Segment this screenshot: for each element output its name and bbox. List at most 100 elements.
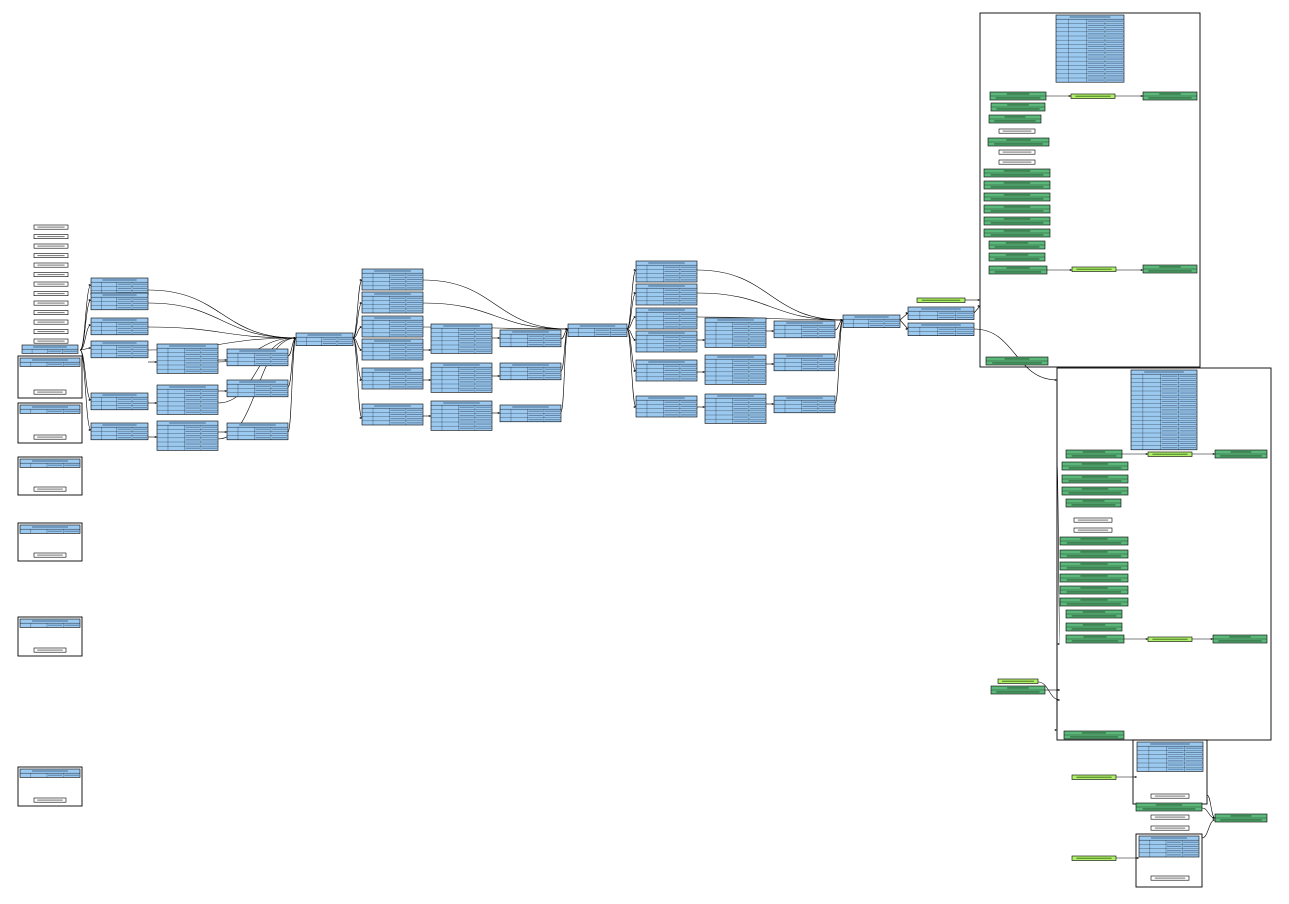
reshape-node[interactable] [988, 240, 1046, 250]
reshape-node[interactable] [1214, 449, 1268, 459]
cluster-table-node[interactable] [19, 357, 81, 367]
input-label-node[interactable] [33, 281, 69, 287]
constant-node[interactable] [1147, 451, 1193, 457]
input-label-node[interactable] [33, 234, 69, 239]
input-table-node[interactable] [21, 344, 79, 354]
constant-node[interactable] [1070, 93, 1116, 99]
constant-node[interactable] [916, 297, 966, 303]
concat-table-node[interactable] [295, 332, 354, 346]
input-label-node[interactable] [33, 319, 69, 325]
reshape-node[interactable] [983, 168, 1051, 178]
cluster-label-node[interactable] [33, 389, 67, 395]
reshape-node[interactable] [1142, 264, 1198, 274]
reshape-node[interactable] [988, 114, 1042, 124]
model-table-node[interactable] [1138, 835, 1200, 858]
constant-node[interactable] [1071, 774, 1117, 780]
small-label-node[interactable] [1150, 825, 1190, 831]
input-label-node[interactable] [33, 310, 69, 315]
layer-table-node[interactable] [773, 353, 836, 372]
layer-table-node[interactable] [90, 317, 149, 336]
layer-table-node[interactable] [361, 403, 424, 426]
reshape-node[interactable] [1061, 461, 1129, 471]
layer-table-node[interactable] [635, 260, 698, 283]
reshape-node[interactable] [983, 192, 1051, 202]
model-table-node[interactable] [1136, 741, 1204, 772]
input-label-node[interactable] [33, 291, 69, 296]
constant-node[interactable] [1071, 266, 1117, 272]
small-label-node[interactable] [998, 149, 1036, 155]
reshape-node[interactable] [1059, 536, 1129, 546]
input-label-node[interactable] [33, 262, 69, 268]
constant-node[interactable] [1147, 636, 1193, 642]
reshape-node[interactable] [1065, 449, 1123, 459]
reshape-node[interactable] [1059, 597, 1129, 607]
reshape-node[interactable] [983, 180, 1051, 190]
reshape-node[interactable] [983, 204, 1051, 214]
cluster-label-node[interactable] [33, 434, 67, 440]
reshape-node[interactable] [1061, 474, 1129, 484]
layer-table-node[interactable] [226, 379, 289, 398]
reshape-node[interactable] [1065, 634, 1125, 644]
layer-table-node[interactable] [499, 362, 562, 381]
layer-table-node[interactable] [226, 348, 289, 367]
layer-table-node[interactable] [704, 393, 767, 424]
reshape-node[interactable] [1135, 802, 1203, 812]
concat-table-node[interactable] [842, 314, 901, 328]
small-label-node[interactable] [998, 128, 1036, 134]
layer-table-node[interactable] [361, 367, 424, 390]
model-table-node[interactable] [1130, 369, 1198, 451]
reshape-node[interactable] [1059, 561, 1129, 571]
cluster-label-node[interactable] [33, 647, 67, 653]
model-table-node[interactable] [1055, 14, 1125, 83]
reshape-node[interactable] [1065, 622, 1123, 632]
reshape-node[interactable] [1063, 730, 1125, 740]
layer-table-node[interactable] [773, 395, 836, 414]
layer-table-node[interactable] [704, 317, 767, 348]
cluster-label-node[interactable] [33, 552, 67, 558]
layer-table-node[interactable] [635, 359, 698, 382]
cluster-table-node[interactable] [19, 458, 81, 468]
cluster-table-node[interactable] [19, 524, 81, 534]
cluster-label-node[interactable] [33, 797, 67, 803]
reshape-node[interactable] [1214, 813, 1268, 823]
small-label-node[interactable] [1073, 527, 1113, 533]
input-label-node[interactable] [33, 224, 69, 230]
constant-node[interactable] [1071, 855, 1117, 861]
layer-table-node[interactable] [773, 320, 836, 339]
layer-table-node[interactable] [361, 315, 424, 338]
cluster-label-node[interactable] [33, 486, 67, 492]
reshape-node[interactable] [988, 265, 1048, 275]
output-table-node[interactable] [907, 322, 975, 336]
layer-table-node[interactable] [156, 384, 219, 415]
layer-table-node[interactable] [430, 400, 493, 431]
input-label-node[interactable] [33, 243, 69, 249]
input-label-node[interactable] [33, 329, 69, 334]
layer-table-node[interactable] [90, 292, 149, 311]
reshape-node[interactable] [1061, 486, 1129, 496]
layer-table-node[interactable] [90, 392, 149, 411]
layer-table-node[interactable] [704, 354, 767, 385]
layer-table-node[interactable] [90, 340, 149, 359]
input-label-node[interactable] [33, 272, 69, 277]
layer-table-node[interactable] [430, 362, 493, 393]
constant-node[interactable] [997, 678, 1039, 684]
cluster-table-node[interactable] [19, 618, 81, 628]
input-label-node[interactable] [33, 300, 69, 306]
reshape-node[interactable] [1142, 91, 1198, 101]
layer-table-node[interactable] [361, 291, 424, 314]
layer-table-node[interactable] [430, 323, 493, 354]
layer-table-node[interactable] [499, 404, 562, 423]
layer-table-node[interactable] [361, 268, 424, 291]
layer-table-node[interactable] [635, 283, 698, 306]
small-label-node[interactable] [1150, 814, 1190, 820]
reshape-node[interactable] [1059, 573, 1129, 583]
reshape-node[interactable] [985, 356, 1049, 366]
small-label-node[interactable] [998, 159, 1036, 165]
reshape-node[interactable] [983, 216, 1051, 226]
reshape-node[interactable] [989, 91, 1047, 101]
input-label-node[interactable] [33, 338, 69, 344]
reshape-node[interactable] [1065, 609, 1123, 619]
layer-table-node[interactable] [635, 307, 698, 330]
layer-table-node[interactable] [499, 329, 562, 348]
cluster-table-node[interactable] [19, 404, 81, 414]
